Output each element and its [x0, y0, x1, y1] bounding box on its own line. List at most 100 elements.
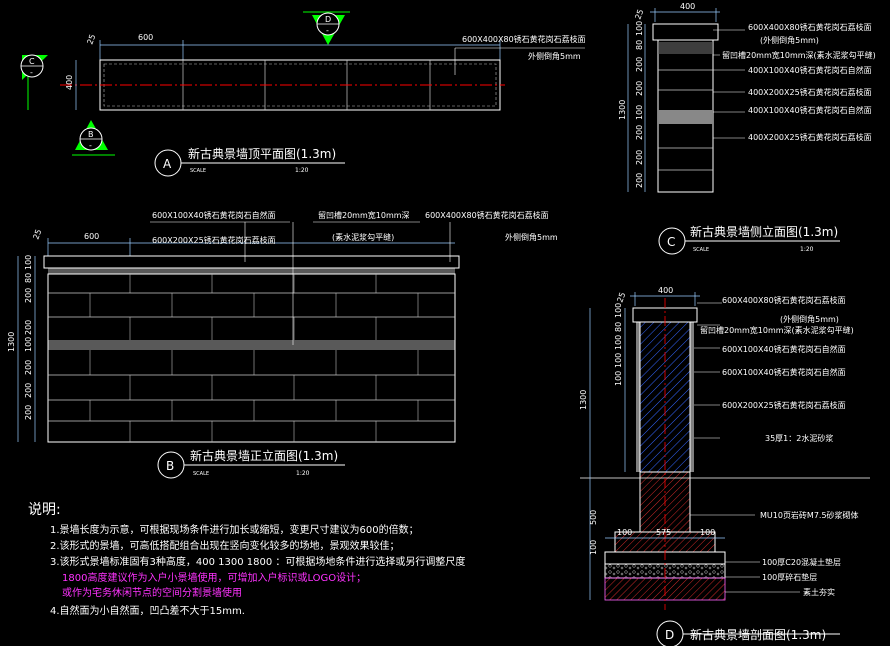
notes-heading: 说明:: [28, 502, 61, 518]
side-callout-0: 600X400X80锈石黄花岗石荔枝面: [748, 22, 872, 32]
section-callout-2: 留凹槽20mm宽10mm深(素水泥浆勾平缝): [700, 325, 854, 335]
side-dim-7: 200: [635, 173, 644, 188]
plan-dim-600: 600: [138, 33, 153, 42]
side-dim-total: 1300: [618, 100, 627, 120]
elev-scale-label: SCALE: [193, 471, 209, 477]
section-callout-6: 35厚1：2水泥砂浆: [765, 433, 833, 443]
section-dim-side-2: 100: [614, 335, 623, 350]
section-dim-side-1: 80: [614, 322, 623, 332]
marker-b-sub: -: [89, 141, 92, 150]
plan-title-letter: A: [163, 157, 172, 171]
section-bottom-dim-1: 575: [656, 528, 671, 537]
side-dim-0: 100: [635, 21, 644, 36]
section-marker-d: D -: [303, 11, 350, 45]
section-dim-total: 1300: [579, 390, 588, 410]
elev-callout-3a: 留凹槽20mm宽10mm深: [318, 210, 410, 220]
notes-item-3b: 或作为宅务休闲节点的空间分割景墙使用: [62, 586, 242, 599]
notes-item-2: 2.该形式的景墙，可高低搭配组合出现在竖向变化较多的场地，景观效果较佳；: [50, 539, 400, 552]
side-dim-25: 25: [633, 8, 645, 21]
marker-c-sub: -: [30, 68, 33, 77]
elev-dim-total: 1300: [7, 332, 16, 352]
notes-block: 说明: 1.景墙长度为示意，可根据现场条件进行加长或缩短，变更尺寸建议为600的…: [28, 502, 465, 617]
elev-dim-7: 200: [24, 405, 33, 420]
section-bottom-dim-0: 100: [617, 528, 632, 537]
elev-callout-4: 600X400X80锈石黄花岗石荔枝面: [425, 210, 549, 220]
section-callout-1: (外侧倒角5mm): [780, 314, 839, 324]
plan-callout-granite: 600X400X80锈石黄花岗石荔枝面: [462, 34, 586, 44]
section-callout-7: MU10页岩砖M7.5砂浆砌体: [760, 510, 859, 520]
elev-callout-1: 600X100X40锈石黄花岗石自然面: [152, 210, 276, 220]
side-callout-4: 400X200X25锈石黄花岗石荔枝面: [748, 87, 872, 97]
section-callout-5: 600X200X25锈石黄花岗石荔枝面: [722, 400, 846, 410]
section-marker-c: C -: [20, 54, 48, 110]
notes-item-1: 1.景墙长度为示意，可根据现场条件进行加长或缩短，变更尺寸建议为600的倍数；: [50, 523, 419, 536]
marker-b-letter: B: [88, 130, 94, 139]
elev-dim-4: 100: [24, 337, 33, 352]
front-elevation-b: 600 25 1300 100 80 200 200 100: [7, 210, 558, 479]
elev-dim-0: 100: [24, 255, 33, 270]
section-dim-side-3: 100: [614, 353, 623, 368]
section-callout-4: 600X100X40锈石黄花岗石自然面: [722, 367, 846, 377]
side-callout-2: 留凹槽20mm宽10mm深(素水泥浆勾平缝): [722, 50, 876, 60]
elev-dim-600: 600: [84, 232, 99, 241]
marker-c-letter: C: [29, 57, 35, 66]
section-dim-side-0: 100: [614, 303, 623, 318]
section-view-d: 400 25 13: [579, 286, 870, 646]
section-callout-3: 600X100X40锈石黄花岗石自然面: [722, 344, 846, 354]
side-dim-3: 200: [635, 81, 644, 96]
section-dim-top: 400: [658, 286, 673, 295]
side-dim-5: 200: [635, 125, 644, 140]
section-marker-b: B -: [72, 120, 115, 156]
plan-title: 新古典景墙顶平面图(1.3m): [188, 146, 336, 161]
section-title: 新古典景墙剖面图(1.3m): [690, 627, 826, 642]
notes-item-4: 4.自然面为小自然面，凹凸差不大于15mm.: [50, 604, 245, 617]
plan-view-a: 600 25 400 C - D -: [20, 11, 586, 177]
elev-title: 新古典景墙正立面图(1.3m): [190, 448, 338, 463]
plan-scale-label: SCALE: [190, 168, 206, 174]
elev-callout-5: 外侧倒角5mm: [505, 232, 558, 242]
elev-title-letter: B: [166, 459, 174, 473]
side-elevation-c: 400 25 1300 100 80 200 200 100 200 200 2…: [618, 2, 876, 255]
elev-dim-5: 200: [24, 360, 33, 375]
section-dim-100: 100: [589, 540, 598, 555]
side-dim-4: 100: [635, 105, 644, 120]
section-bottom-dim-2: 100: [700, 528, 715, 537]
elev-dim-2: 200: [24, 288, 33, 303]
plan-scale: 1:20: [295, 167, 309, 174]
elev-callout-2: 600X200X25锈石黄花岗石荔枝面: [152, 235, 276, 245]
notes-item-3: 3.该形式景墙标准固有3种高度，400 1300 1800 ：可根据场地条件进行…: [50, 555, 465, 568]
side-callout-6: 400X200X25锈石黄花岗石荔枝面: [748, 132, 872, 142]
marker-d-sub: -: [326, 26, 329, 35]
side-callout-1: (外侧倒角5mm): [760, 35, 819, 45]
side-dim-2: 200: [635, 57, 644, 72]
section-callout-8: 100厚C20混凝土垫层: [762, 557, 841, 567]
side-dim-6: 200: [635, 150, 644, 165]
section-title-letter: D: [665, 628, 674, 642]
section-dim-side-4: 100: [614, 371, 623, 386]
side-title-letter: C: [667, 235, 675, 249]
side-callout-3: 400X100X40锈石黄花岗石自然面: [748, 65, 872, 75]
section-callout-0: 600X400X80锈石黄花岗石荔枝面: [722, 295, 846, 305]
marker-d-letter: D: [325, 15, 331, 24]
side-scale-label: SCALE: [693, 247, 709, 253]
plan-dim-25: 25: [85, 33, 97, 46]
side-dim-1: 80: [635, 40, 644, 50]
plan-dim-400: 400: [65, 75, 74, 90]
side-title: 新古典景墙侧立面图(1.3m): [690, 224, 838, 239]
side-callout-5: 400X100X40锈石黄花岗石自然面: [748, 105, 872, 115]
elev-dim-3: 200: [24, 320, 33, 335]
section-callout-10: 素土夯实: [803, 587, 835, 597]
elev-dim-25: 25: [31, 228, 43, 241]
elev-scale: 1:20: [296, 470, 310, 477]
elev-dim-6: 200: [24, 383, 33, 398]
section-dim-500: 500: [589, 510, 598, 525]
elev-dim-1: 80: [24, 273, 33, 283]
section-callout-9: 100厚碎石垫层: [762, 572, 817, 582]
elev-callout-3b: (素水泥浆勾平缝): [332, 232, 394, 242]
side-scale: 1:20: [800, 246, 814, 253]
notes-item-3a: 1800高度建议作为入户小景墙使用，可增加入户标识或LOGO设计；: [62, 571, 366, 584]
section-dim-25: 25: [615, 291, 627, 304]
plan-callout-chamfer: 外侧倒角5mm: [528, 51, 581, 61]
side-dim-top: 400: [680, 2, 695, 11]
